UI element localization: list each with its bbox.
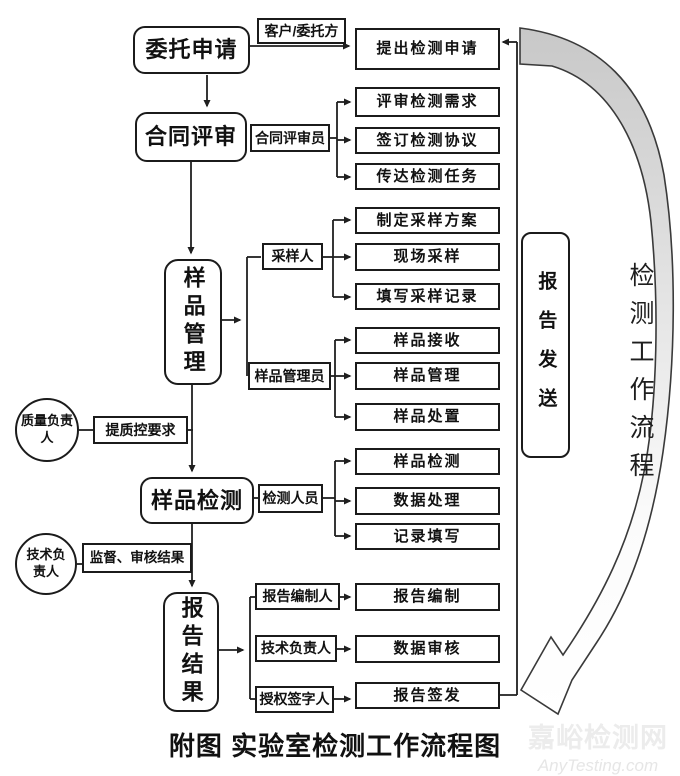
circle-quality-manager: 质量负责人 (15, 398, 79, 462)
circle-technical-manager: 技术负责人 (15, 533, 77, 595)
node-contract-review: 合同评审 (135, 112, 247, 162)
step-sample-disposal: 样品处置 (355, 403, 500, 431)
actor-client: 客户/委托方 (257, 18, 346, 44)
node-entrust-application: 委托申请 (133, 26, 250, 74)
step-data-audit: 数据审核 (355, 635, 500, 663)
step-report-compilation: 报告编制 (355, 583, 500, 611)
watermark: 嘉峪检测网 AnyTesting.com (518, 716, 678, 776)
node-report-send: 报告发送 (521, 232, 570, 458)
actor-contract-reviewer: 合同评审员 (250, 124, 330, 152)
step-field-sampling: 现场采样 (355, 243, 500, 271)
step-report-issue: 报告签发 (355, 682, 500, 709)
node-report-result: 报告结果 (163, 592, 219, 712)
step-submit-application: 提出检测申请 (355, 28, 500, 70)
cycle-arrow-band (519, 27, 675, 716)
actor-technical-manager: 技术负责人 (255, 635, 337, 662)
actor-sample-manager: 样品管理员 (248, 362, 331, 390)
step-record-filling: 记录填写 (355, 523, 500, 550)
note-quality-control-request: 提质控要求 (93, 416, 188, 444)
figure-caption: 附图 实验室检测工作流程图 (168, 731, 502, 761)
step-sampling-record: 填写采样记录 (355, 283, 500, 310)
side-flow-title: 检测工作流程 (626, 262, 654, 490)
step-sample-testing: 样品检测 (355, 448, 500, 475)
watermark-en: AnyTesting.com (537, 756, 659, 775)
actor-test-personnel: 检测人员 (258, 484, 323, 513)
step-review-requirements: 评审检测需求 (355, 87, 500, 117)
node-sample-management: 样品管理 (164, 259, 222, 385)
step-data-processing: 数据处理 (355, 487, 500, 515)
actor-sampler: 采样人 (262, 243, 323, 270)
connector-lines (77, 38, 518, 703)
note-supervise-audit-result: 监督、审核结果 (82, 543, 192, 573)
step-sign-agreement: 签订检测协议 (355, 127, 500, 154)
actor-report-compiler: 报告编制人 (255, 583, 340, 610)
step-sample-management: 样品管理 (355, 362, 500, 390)
step-sampling-plan: 制定采样方案 (355, 207, 500, 234)
actor-authorized-signatory: 授权签字人 (255, 686, 334, 713)
step-convey-tasks: 传达检测任务 (355, 163, 500, 190)
node-sample-testing: 样品检测 (140, 477, 254, 524)
watermark-cn: 嘉峪检测网 (528, 723, 668, 753)
step-sample-receipt: 样品接收 (355, 327, 500, 354)
